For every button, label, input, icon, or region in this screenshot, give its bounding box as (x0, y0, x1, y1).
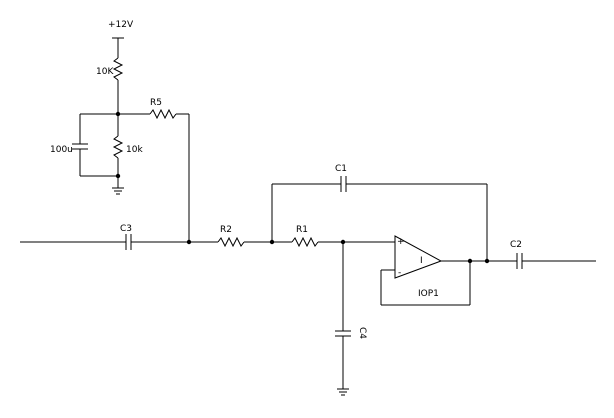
resistor-10k-bottom (112, 135, 124, 159)
opamp-plus-sign: + (397, 237, 405, 247)
opamp-triangle (394, 235, 443, 279)
junction-output-feedback (467, 258, 473, 264)
resistor-10k-bottom-label: 10k (126, 145, 143, 155)
supply-label: +12V (108, 20, 134, 30)
resistor-r5 (149, 108, 177, 120)
resistor-r2-label: R2 (220, 225, 232, 235)
resistor-r1-label: R1 (296, 225, 308, 235)
ground-icon-c4 (337, 388, 349, 396)
ground-icon (112, 187, 124, 195)
resistor-r2 (217, 236, 245, 248)
resistor-10k-top-label: 10K (96, 67, 114, 77)
capacitor-100u-label: 100u (50, 145, 73, 155)
junction-ground-node (115, 173, 121, 179)
resistor-r5-label: R5 (150, 98, 162, 108)
capacitor-c3-label: C3 (120, 224, 132, 234)
opamp-minus-sign: - (398, 268, 401, 278)
resistor-r1 (291, 236, 319, 248)
opamp-label: IOP1 (418, 289, 439, 299)
capacitor-c4-label: C4 (357, 327, 367, 339)
resistor-10k-top (112, 57, 124, 81)
opamp-mark: I (420, 256, 423, 266)
capacitor-c1-label: C1 (335, 164, 347, 174)
junction-output-c1 (484, 258, 490, 264)
capacitor-c2-label: C2 (510, 240, 522, 250)
